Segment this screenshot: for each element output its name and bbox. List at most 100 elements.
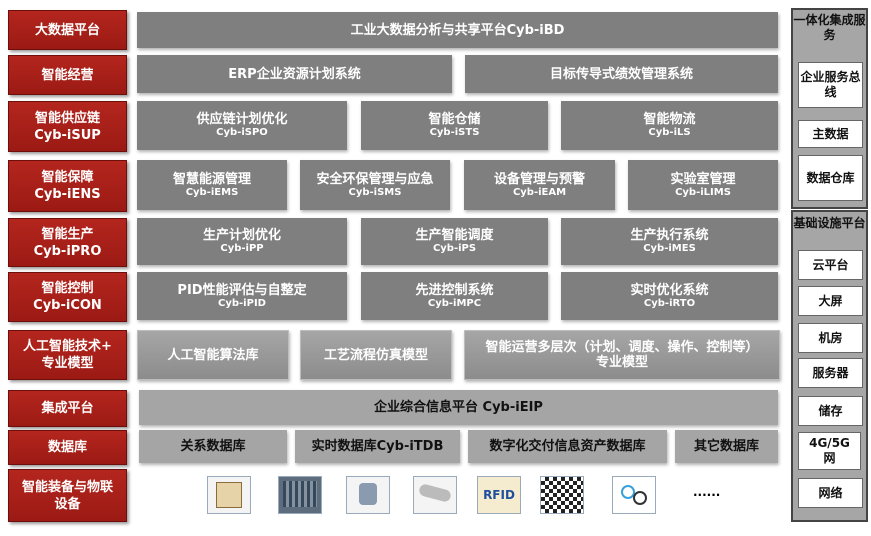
label-code: Cyb-iSUP	[34, 127, 101, 143]
infra-item: 云平台	[798, 250, 863, 280]
module-code: Cyb-iRTO	[643, 297, 696, 309]
module-title: 数字化交付信息资产数据库	[489, 439, 646, 454]
module-code: Cyb-iLIMS	[675, 186, 731, 198]
module-title: 生产计划优化	[202, 228, 281, 243]
label-code: Cyb-iPRO	[33, 243, 102, 259]
module-title: 智能运营多层次（计划、调度、操作、控制等）	[485, 340, 759, 355]
label-text: 人工智能技术+	[23, 339, 112, 354]
module-title: 工艺流程仿真模型	[323, 347, 428, 363]
server-box-icon	[207, 476, 251, 514]
module-title: 智能仓储	[428, 112, 481, 127]
layer-label-control: 智能控制 Cyb-iCON	[8, 272, 127, 322]
module-title: 工业大数据分析与共享平台Cyb-iBD	[350, 22, 565, 38]
more-devices-ellipsis: ......	[693, 485, 721, 499]
label-text: 智能控制	[41, 281, 94, 296]
label-text: 智能保障	[41, 170, 94, 185]
module-box: ERP企业资源计划系统	[137, 55, 452, 93]
label-code: Cyb-iCON	[33, 298, 102, 313]
module-title: PID性能评估与自整定	[177, 282, 307, 298]
module-code: Cyb-iLS	[648, 127, 691, 138]
module-title: 生产执行系统	[630, 228, 709, 243]
layer-label-ai: 人工智能技术+ 专业模型	[8, 330, 127, 380]
module-title: 生产智能调度	[415, 228, 494, 243]
module-title: 目标传导式绩效管理系统	[549, 66, 693, 82]
layer-label-assurance: 智能保障 Cyb-iENS	[8, 160, 127, 212]
label-code: Cyb-iENS	[34, 187, 101, 202]
service-item: 主数据	[798, 120, 863, 148]
database-box: 其它数据库	[675, 430, 778, 463]
label-text: 智能装备与物联	[21, 479, 113, 495]
infra-item: 机房	[798, 323, 863, 353]
label-text: 集成平台	[41, 401, 94, 416]
layer-label-integration: 集成平台	[8, 390, 127, 427]
label-text: 大数据平台	[34, 22, 100, 38]
integrated-services-panel: 一体化集成服务 企业服务总线 主数据 数据仓库	[791, 8, 868, 209]
label-text: 数据库	[47, 440, 87, 455]
module-title: 实验室管理	[670, 171, 736, 187]
label-text: 智能生产	[41, 226, 94, 242]
module-box: 目标传导式绩效管理系统	[465, 55, 778, 93]
module-code: Cyb-iPP	[220, 243, 264, 254]
label-code: 专业模型	[41, 356, 94, 371]
module-title: 人工智能算法库	[167, 347, 259, 363]
layer-label-operation: 智能经营	[8, 55, 127, 95]
module-box: 工艺流程仿真模型	[300, 330, 452, 380]
module-code: Cyb-iSPO	[216, 127, 268, 138]
module-code: Cyb-iEAM	[512, 186, 567, 198]
module-code: Cyb-iEMS	[185, 186, 239, 198]
transmitter-icon	[346, 476, 390, 514]
module-box: 企业综合信息平台 Cyb-iEIP	[139, 390, 778, 425]
service-item: 数据仓库	[798, 155, 863, 201]
infra-item: 储存	[798, 396, 863, 426]
module-box: 智能运营多层次（计划、调度、操作、控制等）专业模型	[464, 330, 780, 380]
layer-label-devices: 智能装备与物联设备	[8, 469, 127, 522]
infrastructure-panel: 基础设施平台 云平台 大屏 机房 服务器 储存 4G/5G网 网络	[791, 210, 868, 522]
wearable-devices-icon	[612, 476, 656, 514]
module-title: 供应链计划优化	[196, 112, 288, 127]
layer-label-big-data: 大数据平台	[8, 10, 127, 50]
module-code: Cyb-iMES	[643, 243, 696, 254]
module-title: ERP企业资源计划系统	[228, 66, 361, 82]
rfid-icon: RFID	[477, 476, 521, 514]
infra-item: 服务器	[798, 358, 863, 388]
module-box: 工业大数据分析与共享平台Cyb-iBD	[137, 12, 778, 48]
cctv-camera-icon	[413, 476, 457, 514]
module-title: 先进控制系统	[415, 282, 494, 298]
module-title: 设备管理与预警	[493, 171, 585, 187]
database-box: 数字化交付信息资产数据库	[468, 430, 667, 463]
infra-item: 4G/5G网	[798, 432, 861, 470]
label-text-2: 设备	[54, 496, 81, 512]
module-title: 实时数据库Cyb-iTDB	[311, 439, 444, 454]
layer-label-database: 数据库	[8, 430, 127, 465]
panel-title: 一体化集成服务	[793, 13, 866, 42]
module-code: Cyb-iPID	[218, 297, 266, 309]
module-title: 其它数据库	[693, 439, 759, 454]
label-text: 智能经营	[41, 67, 94, 83]
control-cabinet-icon	[278, 476, 322, 514]
database-box: 关系数据库	[139, 430, 287, 463]
module-title: 安全环保管理与应急	[316, 171, 434, 187]
module-title: 智慧能源管理	[172, 171, 251, 187]
panel-title: 基础设施平台	[793, 216, 866, 230]
module-code: Cyb-iSTS	[429, 127, 480, 138]
label-text: 智能供应链	[34, 110, 100, 126]
service-item: 企业服务总线	[798, 62, 863, 108]
module-box: 人工智能算法库	[137, 330, 289, 380]
module-title: 智能物流	[643, 112, 696, 127]
infra-item: 网络	[798, 478, 863, 508]
module-title: 企业综合信息平台 Cyb-iEIP	[374, 400, 543, 415]
module-code: Cyb-iSMS	[348, 186, 402, 198]
module-title: 关系数据库	[180, 439, 246, 454]
module-code: Cyb-iPS	[432, 243, 477, 254]
